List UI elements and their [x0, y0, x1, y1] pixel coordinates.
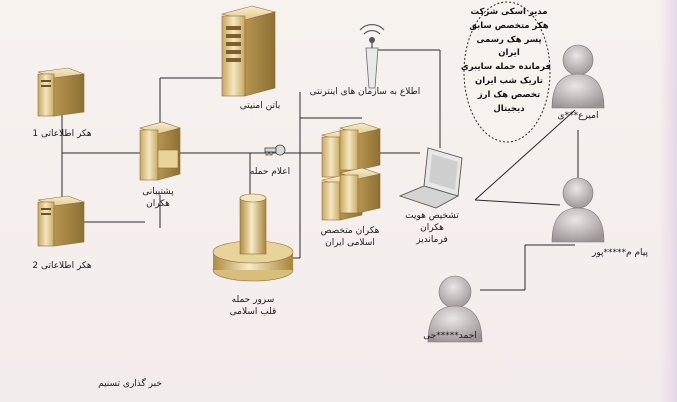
person1-icon — [551, 44, 605, 109]
ellipse-line: هکر متخصص سابق — [469, 20, 549, 31]
hacker-cluster-icon — [320, 122, 382, 221]
ellipse-line: ایران — [498, 48, 520, 59]
notify-agencies-label: اطلاع به سازمان های اینترنتی — [309, 87, 421, 97]
footer-label: خبر گذاری تسنیم — [98, 379, 162, 389]
router-icon — [359, 24, 385, 89]
connection-lines — [61, 40, 579, 291]
identity-tracking-label: تشخیص هویت هکران فرماندیز — [405, 211, 459, 245]
attack-server-label: سرور حمله قلب اسلامی — [229, 295, 277, 317]
support-server-icon — [138, 121, 182, 181]
botnet-server-icon — [220, 5, 277, 97]
botnet-label: باتن امنیتی — [239, 101, 281, 111]
hacker2-label: هکر اطلاعاتی 2 — [32, 261, 92, 271]
profile-ellipse-text: مدیر اسکی شرکت هکر متخصص سابق پسر هک رسم… — [460, 6, 551, 116]
hacker1-label: هکر اطلاعاتی 1 — [32, 129, 92, 139]
laptop-icon — [398, 147, 463, 209]
hacker1-server-icon — [37, 67, 85, 117]
key-icon — [264, 144, 286, 156]
iranian-hackers-label: هکران متخصص اسلامی ایران — [320, 226, 380, 248]
person3-icon — [427, 275, 483, 343]
attack-server-icon — [212, 193, 294, 282]
ellipse-line: دیجیتال — [493, 103, 525, 114]
support-label: پشتیبانی هکران — [142, 187, 174, 209]
attack-start-label: اعلام حمله — [249, 167, 291, 177]
ellipse-line: تاریک شب ایران — [474, 75, 543, 86]
profile-ellipse — [463, 1, 551, 143]
ellipse-line: تخصص هک ارز — [477, 89, 541, 100]
person3-label: احمد*****جی — [423, 331, 477, 341]
person2-icon — [551, 177, 605, 243]
hacker2-server-icon — [37, 195, 85, 247]
ellipse-line: فرمانده حمله سایبری — [460, 62, 551, 73]
person1-label: امیرع***ی — [557, 111, 599, 121]
ellipse-line: پسر هک رسمی — [476, 34, 542, 45]
ellipse-line: مدیر اسکی شرکت — [470, 7, 548, 17]
person2-label: پیام م*****پور — [592, 248, 648, 258]
